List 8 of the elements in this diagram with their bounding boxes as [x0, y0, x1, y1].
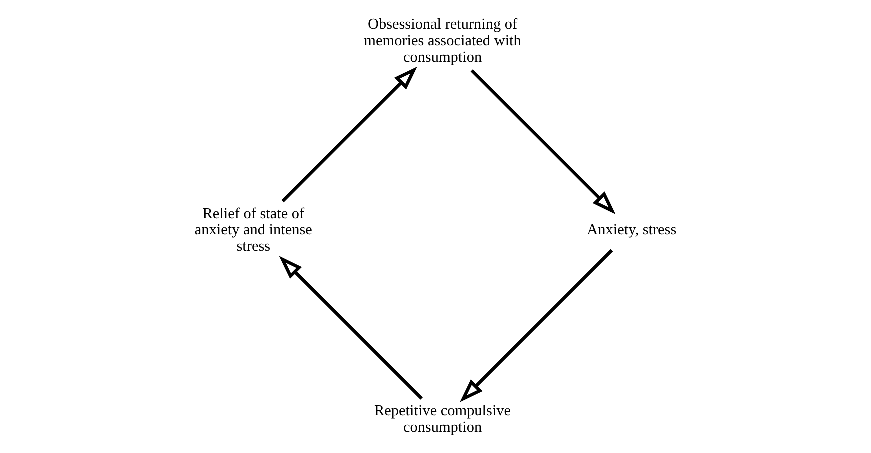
arrow [281, 66, 417, 203]
node-text: Repetitive compulsive consumption [374, 402, 511, 436]
arrow [470, 69, 616, 214]
node-text: Relief of state of anxiety and intense stress [194, 205, 312, 255]
arrow [278, 256, 422, 400]
arrow [460, 249, 613, 402]
node-text: Anxiety, stress [586, 222, 676, 239]
node-text: Obsessional returning of memories associated with consumption [364, 16, 521, 66]
